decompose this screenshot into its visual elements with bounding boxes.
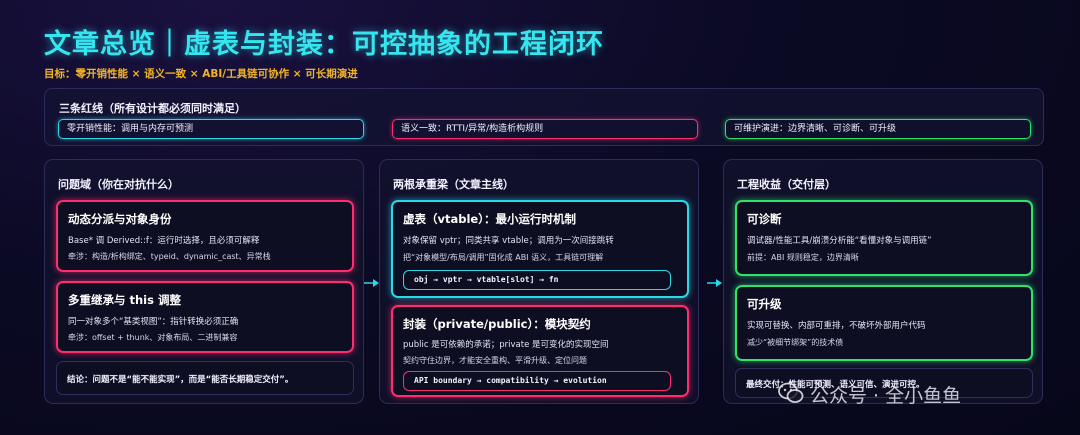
- page-subtitle: 目标：零开销性能 × 语义一致 × ABI/工具链可协作 × 可长期演进: [44, 68, 358, 80]
- card-line: public 是可依赖的承诺；private 是可变化的实现空间: [403, 340, 609, 350]
- card-line: 牵涉：构造/析构绑定、typeid、dynamic_cast、异常栈: [68, 252, 271, 261]
- card-line: 同一对象多个“基类视图”：指针转换必须正确: [68, 317, 239, 327]
- watermark-text: 公众号 · 全小鱼鱼: [810, 385, 962, 407]
- card-line: 契约守住边界，才能安全重构、平滑升级、定位问题: [403, 356, 587, 365]
- diagnosable-card: 可诊断 调试器/性能工具/崩溃分析能“看懂对象与调用链” 前提：ABI 规则稳定…: [735, 200, 1033, 276]
- card-heading: 多重继承与 this 调整: [68, 293, 181, 307]
- vtable-code-chain: obj → vptr → vtable[slot] → fn: [403, 270, 671, 290]
- redline-semantics: 语义一致：RTTI/异常/构造析构规则: [392, 119, 698, 139]
- arrow-right-icon: [707, 279, 722, 287]
- redline-performance: 零开销性能：调用与内存可预测: [58, 119, 364, 139]
- pillars-column: 两根承重梁（文章主线） 虚表（vtable）：最小运行时机制 对象保留 vptr…: [379, 159, 699, 404]
- conclusion-text: 结论：问题不是“能不能实现”，而是“能否长期稳定交付”。: [67, 375, 294, 385]
- redlines-title: 三条红线（所有设计都必须同时满足）: [59, 102, 246, 115]
- card-heading: 可诊断: [747, 212, 782, 226]
- card-heading: 封装（private/public）：模块契约: [403, 317, 591, 331]
- card-line: 牵涉：offset + thunk、对象布局、二进制兼容: [68, 333, 238, 342]
- card-heading: 动态分派与对象身份: [68, 212, 172, 226]
- card-line: 把“对象模型/布局/调用”固化成 ABI 语义，工具链可理解: [403, 253, 604, 262]
- card-line: 实现可替换、内部可重排，不破坏外部用户代码: [747, 321, 926, 331]
- pillars-title: 两根承重梁（文章主线）: [393, 178, 514, 191]
- conclusion-card: 结论：问题不是“能不能实现”，而是“能否长期稳定交付”。: [56, 361, 354, 395]
- upgradable-card: 可升级 实现可替换、内部可重排，不破坏外部用户代码 减少“被细节绑架”的技术债: [735, 285, 1033, 361]
- card-heading: 虚表（vtable）：最小运行时机制: [403, 212, 576, 226]
- dynamic-dispatch-card: 动态分派与对象身份 Base* 调 Derived::f：运行时选择，且必须可解…: [56, 200, 354, 272]
- vtable-card: 虚表（vtable）：最小运行时机制 对象保留 vptr；同类共享 vtable…: [391, 200, 689, 298]
- problem-domain-title: 问题域（你在对抗什么）: [58, 178, 179, 191]
- page-title: 文章总览｜虚表与封装：可控抽象的工程闭环: [44, 29, 604, 60]
- final-delivery-card: 最终交付：性能可预测、语义可信、演进可控。: [735, 368, 1033, 398]
- wechat-icon: [778, 382, 804, 403]
- benefits-title: 工程收益（交付层）: [737, 178, 836, 191]
- multiple-inheritance-card: 多重继承与 this 调整 同一对象多个“基类视图”：指针转换必须正确 牵涉：o…: [56, 281, 354, 353]
- benefits-column: 工程收益（交付层） 可诊断 调试器/性能工具/崩溃分析能“看懂对象与调用链” 前…: [723, 159, 1043, 404]
- card-line: 调试器/性能工具/崩溃分析能“看懂对象与调用链”: [747, 236, 932, 246]
- card-line: Base* 调 Derived::f：运行时选择，且必须可解释: [68, 236, 260, 246]
- card-line: 对象保留 vptr；同类共享 vtable；调用为一次间接跳转: [403, 236, 614, 246]
- api-boundary-chain: API boundary → compatibility → evolution: [403, 371, 671, 391]
- redlines-panel: 三条红线（所有设计都必须同时满足） 零开销性能：调用与内存可预测 语义一致：RT…: [44, 88, 1044, 146]
- arrow-right-icon: [364, 279, 379, 287]
- card-line: 减少“被细节绑架”的技术债: [747, 338, 844, 347]
- card-line: 前提：ABI 规则稳定，边界清晰: [747, 253, 859, 262]
- card-heading: 可升级: [747, 297, 782, 311]
- encapsulation-card: 封装（private/public）：模块契约 public 是可依赖的承诺；p…: [391, 305, 689, 397]
- final-delivery-text: 最终交付：性能可预测、语义可信、演进可控。: [746, 380, 925, 390]
- problem-domain-column: 问题域（你在对抗什么） 动态分派与对象身份 Base* 调 Derived::f…: [44, 159, 364, 404]
- redline-maintainability: 可维护演进：边界清晰、可诊断、可升级: [725, 119, 1031, 139]
